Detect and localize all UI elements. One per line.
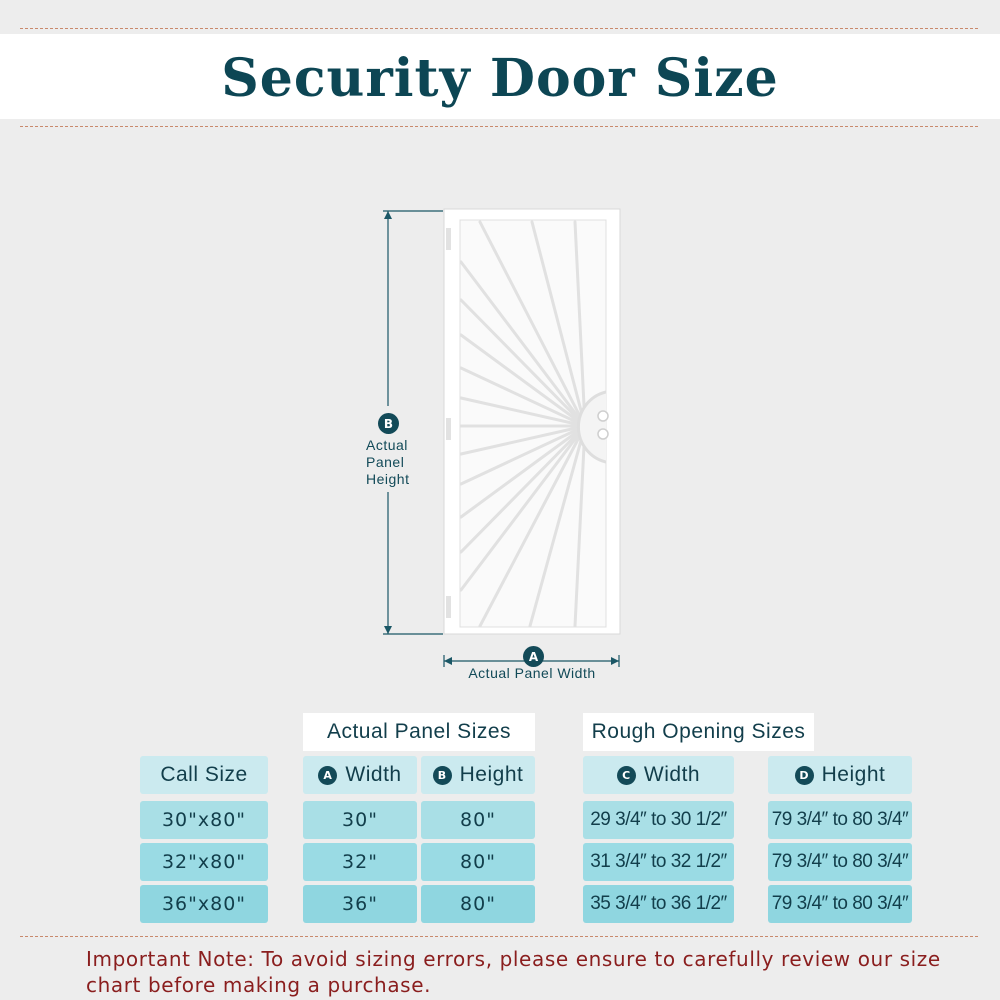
height-badge: B (378, 413, 399, 434)
rough-height-badge: D (794, 765, 814, 785)
note-divider (20, 936, 978, 937)
panel-height-badge: B (432, 765, 452, 785)
panel-width-cell: 36" (303, 885, 417, 923)
rough-height-cell: 79 3/4″ to 80 3/4″ (768, 801, 912, 839)
door-handle (597, 410, 609, 440)
rough-width-cell: 29 3/4″ to 30 1/2″ (583, 801, 734, 839)
top-divider (20, 28, 978, 29)
rough-height-cell: 79 3/4″ to 80 3/4″ (768, 885, 912, 923)
width-label: Actual Panel Width (468, 665, 596, 681)
height-label-line-2: Panel (366, 454, 405, 470)
important-note: Important Note: To avoid sizing errors, … (86, 947, 941, 997)
call-size-cell: 32"x80" (140, 843, 268, 881)
page-title: Security Door Size (221, 48, 779, 109)
title-band (0, 34, 1000, 119)
title-divider (20, 126, 978, 127)
rough-height-header-label: Height (821, 763, 886, 786)
panel-height-header: B Height (421, 756, 535, 794)
rough-width-cell: 35 3/4″ to 36 1/2″ (583, 885, 734, 923)
rough-width-badge: C (616, 765, 636, 785)
width-badge: A (523, 646, 544, 667)
panel-height-cell: 80" (421, 843, 535, 881)
call-size-cell: 36"x80" (140, 885, 268, 923)
call-size-cell: 30"x80" (140, 801, 268, 839)
rough-opening-sizes-heading: Rough Opening Sizes (583, 713, 814, 751)
height-dimension-line (383, 210, 443, 635)
height-label-line-3: Height (366, 471, 410, 487)
panel-width-cell: 32" (303, 843, 417, 881)
rough-width-header-label: Width (643, 763, 701, 786)
panel-width-badge: A (318, 765, 338, 785)
rough-width-header: C Width (583, 756, 734, 794)
panel-width-header-label: Width (345, 763, 402, 786)
panel-height-cell: 80" (421, 885, 535, 923)
rough-height-cell: 79 3/4″ to 80 3/4″ (768, 843, 912, 881)
call-size-header: Call Size (140, 756, 268, 794)
panel-width-cell: 30" (303, 801, 417, 839)
actual-panel-sizes-heading: Actual Panel Sizes (303, 713, 535, 751)
panel-width-header: A Width (303, 756, 417, 794)
panel-height-header-label: Height (459, 763, 524, 786)
panel-height-cell: 80" (421, 801, 535, 839)
sunburst-grille (460, 220, 606, 627)
rough-height-header: D Height (768, 756, 912, 794)
rough-width-cell: 31 3/4″ to 32 1/2″ (583, 843, 734, 881)
security-door-diagram (383, 208, 621, 667)
height-label-line-1: Actual (366, 437, 408, 453)
